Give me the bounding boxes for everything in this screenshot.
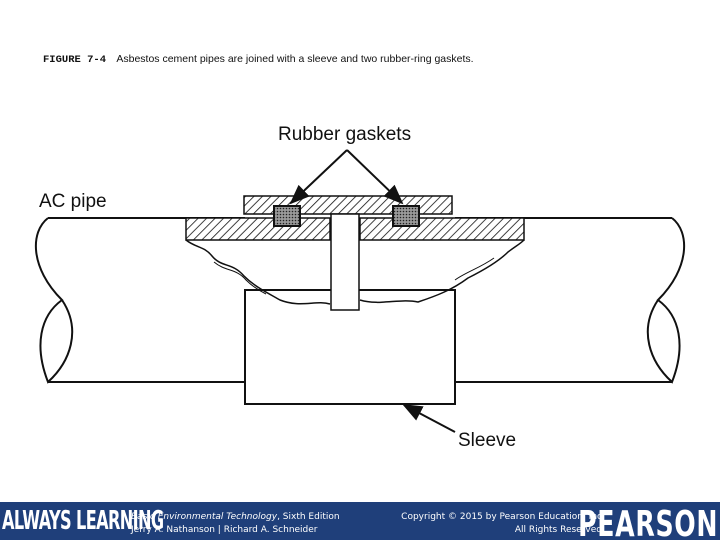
rubber-gasket-left bbox=[273, 205, 301, 227]
copyright-info: Copyright © 2015 by Pearson Education, I… bbox=[401, 511, 602, 537]
book-title: Basic Environmental Technology bbox=[131, 512, 278, 522]
cutaway-right bbox=[359, 239, 525, 304]
pearson-logo: PEARSON bbox=[577, 504, 718, 545]
rights-text: All Rights Reserved bbox=[514, 525, 602, 535]
sleeve bbox=[185, 195, 525, 405]
cutaway-inner-left bbox=[213, 261, 267, 295]
caption-text: Asbestos cement pipes are joined with a … bbox=[116, 53, 474, 65]
label-rubber-gaskets: Rubber gaskets bbox=[278, 124, 412, 145]
gasket-callout-arrows bbox=[289, 149, 404, 205]
cutaway-left bbox=[185, 239, 331, 305]
pipe-wall-right-hatched bbox=[359, 217, 525, 241]
rubber-gasket-right bbox=[392, 205, 420, 227]
pipe-gap bbox=[330, 213, 360, 311]
sleeve-callout-arrow bbox=[402, 404, 456, 433]
label-ac-pipe: AC pipe bbox=[39, 191, 107, 212]
label-sleeve: Sleeve bbox=[458, 430, 517, 451]
cutaway-inner-right bbox=[454, 257, 495, 281]
book-edition: , Sixth Edition bbox=[277, 512, 340, 522]
pipe-right-end bbox=[646, 217, 686, 384]
pipe-joint-diagram bbox=[34, 149, 686, 433]
figure-caption: FIGURE 7-4 Asbestos cement pipes are joi… bbox=[43, 53, 474, 66]
pipe-wall-left-hatched bbox=[185, 217, 331, 241]
figure-label: FIGURE 7-4 bbox=[43, 54, 107, 66]
footer-bar: ALWAYS LEARNING Basic Environmental Tech… bbox=[0, 502, 720, 545]
always-learning-logo: ALWAYS LEARNING bbox=[2, 506, 164, 536]
book-authors: Jerry A. Nathanson | Richard A. Schneide… bbox=[131, 525, 318, 535]
book-info: Basic Environmental Technology, Sixth Ed… bbox=[131, 511, 340, 537]
pipe-left-end bbox=[34, 217, 74, 384]
copyright-text: Copyright © 2015 by Pearson Education, I… bbox=[401, 512, 602, 522]
